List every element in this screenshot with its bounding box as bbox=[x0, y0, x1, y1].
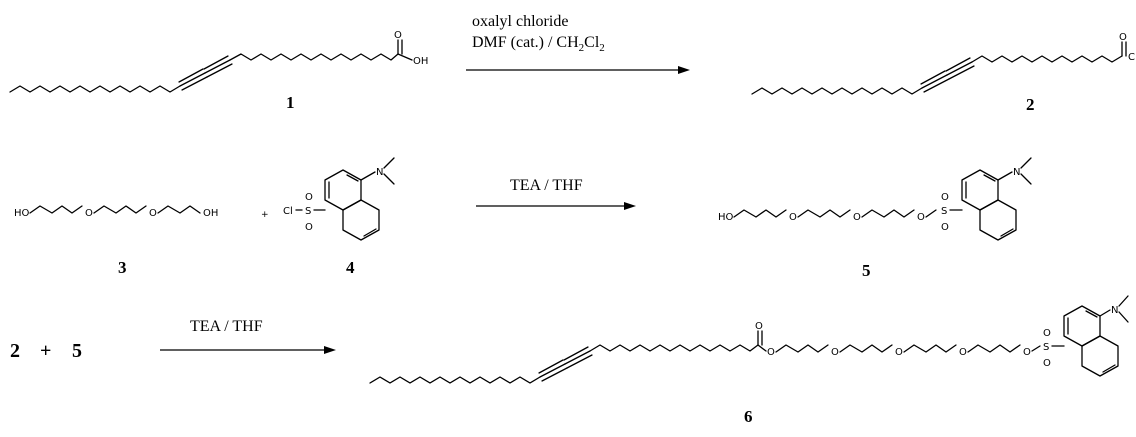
reaction-3-arrow bbox=[160, 346, 336, 354]
compound-label-1: 1 bbox=[286, 93, 295, 112]
compound-label-3: 3 bbox=[118, 258, 127, 277]
carbonyl-oxygen-1: O bbox=[394, 30, 402, 41]
ether-oxygen-6c: O bbox=[959, 347, 967, 358]
hydroxyl-3-right: OH bbox=[203, 208, 218, 219]
sulfonyl-oxygen-6a: O bbox=[1043, 328, 1051, 339]
carbonyl-oxygen-2: O bbox=[1119, 32, 1127, 43]
ether-oxygen-6a: O bbox=[831, 347, 839, 358]
compound-2-structure: O C bbox=[751, 32, 1135, 95]
hydroxyl-3-left: HO bbox=[14, 208, 30, 219]
compound-label-4: 4 bbox=[346, 258, 355, 277]
chlorine-4: Cl bbox=[283, 206, 293, 217]
reagent-dmf-solvent: DMF (cat.) / CH2Cl2 bbox=[472, 34, 605, 54]
sulfonyl-oxygen-5b: O bbox=[941, 222, 949, 233]
ether-oxygen-5a: O bbox=[789, 212, 797, 223]
ether-oxygen-6b: O bbox=[895, 347, 903, 358]
ester-oxygen-6: O bbox=[767, 347, 775, 358]
sulfonyl-oxygen-5a: O bbox=[941, 192, 949, 203]
compound-label-5: 5 bbox=[862, 261, 871, 280]
ester-carbonyl-oxygen-6: O bbox=[755, 321, 763, 332]
sulfonyl-oxygen-6b: O bbox=[1043, 358, 1051, 369]
reaction-2-arrow bbox=[476, 202, 636, 210]
nitrogen-6: N bbox=[1111, 305, 1118, 316]
compound-6-structure: O O O O O O S O O N bbox=[369, 295, 1129, 384]
nitrogen-5: N bbox=[1013, 167, 1020, 178]
nitrogen-4: N bbox=[376, 167, 383, 178]
compound-3-structure: HO O O OH bbox=[14, 205, 218, 219]
compound-label-2: 2 bbox=[1026, 95, 1035, 114]
sulfur-4: S bbox=[305, 206, 311, 217]
plus-sign-row2: + bbox=[261, 210, 269, 220]
sulfonyl-oxygen-4b: O bbox=[305, 222, 313, 233]
reagent-tea-thf-3: TEA / THF bbox=[190, 318, 263, 335]
reagent-oxalyl-chloride: oxalyl chloride bbox=[472, 13, 568, 30]
reactant-5-ref: 5 bbox=[72, 340, 82, 362]
compound-4-structure: N S O O Cl bbox=[283, 157, 395, 241]
reagent-tea-thf-2: TEA / THF bbox=[510, 177, 583, 194]
reactant-2-ref: 2 bbox=[10, 340, 20, 362]
compound-1-structure: O OH bbox=[9, 30, 428, 93]
ether-oxygen-6d: O bbox=[1023, 347, 1031, 358]
sulfur-5: S bbox=[941, 206, 947, 217]
hydroxyl-1: OH bbox=[413, 56, 428, 67]
ether-oxygen-3a: O bbox=[85, 208, 93, 219]
hydroxyl-5: HO bbox=[718, 212, 734, 223]
reaction-1-arrow bbox=[466, 66, 690, 74]
acyl-chloride-atom: C bbox=[1128, 52, 1135, 63]
ether-oxygen-5c: O bbox=[917, 212, 925, 223]
compound-label-6: 6 bbox=[744, 407, 753, 426]
plus-sign-row3: + bbox=[40, 340, 51, 362]
compound-5-structure: HO O O O S O O N bbox=[718, 157, 1032, 241]
ether-oxygen-3b: O bbox=[149, 208, 157, 219]
ether-oxygen-5b: O bbox=[853, 212, 861, 223]
sulfur-6: S bbox=[1043, 342, 1049, 353]
sulfonyl-oxygen-4a: O bbox=[305, 192, 313, 203]
